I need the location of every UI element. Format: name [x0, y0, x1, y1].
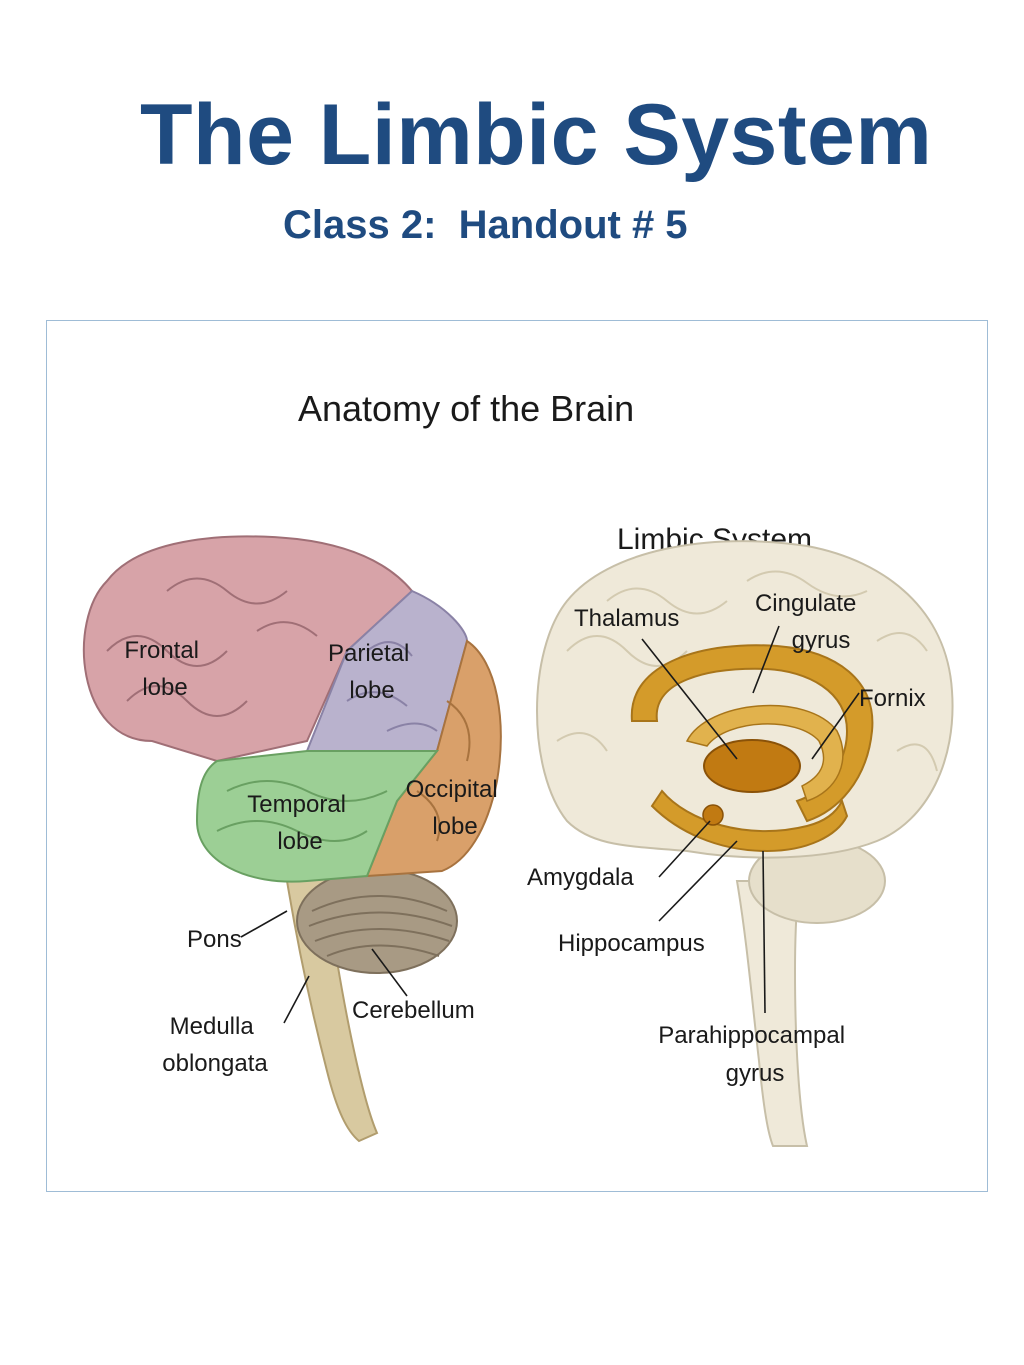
fornix-shape	[685, 704, 844, 802]
fornix-label: Fornix	[859, 685, 926, 712]
right-leader-lines	[641, 625, 860, 1014]
occipital-lobe-shape	[365, 639, 502, 878]
hippocampus-label: Hippocampus	[558, 930, 705, 957]
hippocampus-shape	[650, 789, 849, 853]
brain-anatomy-diagram: Anatomy of the Brain Frontal lobe	[82, 388, 954, 1147]
cingulate-gyrus-label: Cingulate gyrus	[755, 590, 863, 654]
medulla-oblongata-label: Medulla oblongata	[162, 1013, 268, 1077]
left-leader-lines	[240, 910, 408, 1024]
parahippocampal-gyrus-label: Parahippocampal gyrus	[658, 1022, 851, 1087]
amygdala-shape	[702, 804, 724, 826]
left-brain-illustration	[82, 535, 502, 1143]
thalamus-label: Thalamus	[574, 605, 679, 632]
figure-title: Anatomy of the Brain	[298, 388, 634, 429]
page-subtitle: Class 2: Handout # 5	[283, 203, 688, 247]
parietal-lobe-label: Parietal lobe	[328, 640, 416, 704]
brain-anatomy-figure: Anatomy of the Brain Frontal lobe	[46, 320, 988, 1192]
frontal-lobe-shape	[82, 535, 414, 763]
pons-label: Pons	[187, 926, 242, 953]
cerebellum-label: Cerebellum	[352, 997, 475, 1024]
amygdala-label: Amygdala	[527, 864, 634, 891]
page-title: The Limbic System	[140, 87, 933, 183]
temporal-lobe-label: Temporal lobe	[247, 791, 352, 855]
temporal-lobe-shape	[195, 750, 440, 883]
thalamus-shape	[703, 739, 801, 793]
occipital-lobe-label: Occipital lobe	[406, 776, 505, 840]
right-brain-illustration	[536, 540, 954, 1147]
frontal-lobe-label: Frontal lobe	[124, 637, 205, 701]
cingulate-gyrus-shape	[630, 644, 874, 823]
